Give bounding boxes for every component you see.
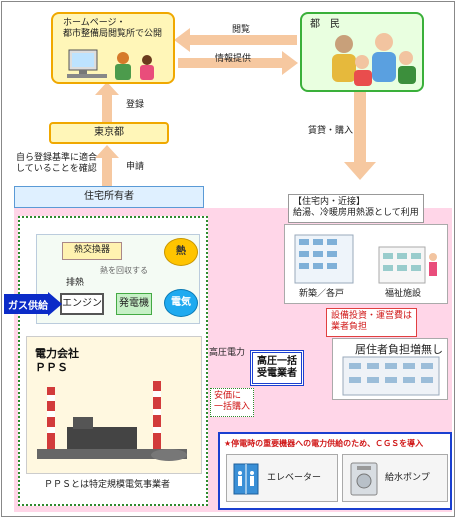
info-arrow bbox=[178, 51, 298, 75]
buildings-area: 新築／各戸 福祉施設 bbox=[284, 224, 448, 304]
citizens-label: 都 民 bbox=[310, 19, 340, 30]
owner-box: 住宅所有者 bbox=[14, 186, 204, 208]
electricity-circle: 電気 bbox=[164, 289, 198, 317]
power-plant-icon bbox=[37, 381, 187, 461]
elevator-label: エレベーター bbox=[267, 473, 322, 483]
office-illustration-icon bbox=[67, 49, 154, 80]
info-label: 情報提供 bbox=[215, 54, 252, 64]
welfare-label: 福祉施設 bbox=[385, 289, 422, 299]
water-pump-box: 給水ポンプ bbox=[342, 454, 448, 502]
buildings-illustration-icon bbox=[294, 234, 437, 284]
apply-label: 申請 bbox=[126, 162, 145, 172]
citizens-box: 都 民 bbox=[300, 12, 424, 92]
homepage-box: ホームページ・ 都市整備局閲覧所で公開 bbox=[51, 12, 175, 84]
new-building-label: 新築／各戸 bbox=[299, 289, 345, 299]
apply-arrow bbox=[95, 145, 119, 187]
family-illustration-icon bbox=[332, 33, 416, 86]
power-company-box: 電力会社 ＰＰＳ bbox=[26, 336, 202, 474]
browse-arrow bbox=[174, 28, 297, 52]
gas-supply-label: ガス供給 bbox=[8, 301, 48, 312]
power-company-label: 電力会社 ＰＰＳ bbox=[35, 347, 79, 375]
elevator-icon bbox=[233, 463, 259, 495]
register-arrow bbox=[95, 82, 119, 122]
no-burden-label: 居住者負担増無し bbox=[355, 343, 443, 356]
hv-power-label: 高圧電力 bbox=[209, 348, 246, 358]
register-label: 登録 bbox=[126, 100, 145, 110]
rent-buy-label: 賃貸・購入 bbox=[308, 126, 354, 136]
investment-note: 設備投資・運営費は 業者負担 bbox=[326, 308, 418, 337]
rent-buy-arrow bbox=[344, 92, 376, 180]
generator-box: 発電機 bbox=[116, 293, 152, 315]
outage-box: ★停電時の重要機器への電力供給のため、ＣＧＳを導入 エレベーター 給水ポンプ bbox=[218, 432, 452, 510]
residence-building: 居住者負担増無し bbox=[332, 338, 448, 400]
bulk-buy-note: 安価に 一括購入 bbox=[210, 388, 255, 417]
outage-note: ★停電時の重要機器への電力供給のため、ＣＧＳを導入 bbox=[224, 439, 424, 448]
gas-arrow-shape bbox=[4, 292, 62, 316]
residence-note: 【住宅内・近接】 給湯、冷暖房用熱源として利用 bbox=[288, 194, 424, 223]
waste-heat-label: 排熱 bbox=[66, 278, 85, 288]
heat-exchanger-box: 熱交換器 bbox=[62, 242, 122, 260]
tokyo-box: 東京都 bbox=[49, 122, 169, 144]
bulk-receiver-box: 高圧一括 受電業者 bbox=[250, 350, 304, 386]
self-register-note: 自ら登録基準に適合 していることを確認 bbox=[16, 153, 98, 175]
water-pump-icon bbox=[350, 462, 378, 496]
water-pump-label: 給水ポンプ bbox=[385, 473, 430, 483]
elevator-box: エレベーター bbox=[226, 454, 338, 502]
apartment-icon bbox=[342, 356, 440, 396]
pps-note: ＰＰＳとは特定規模電気事業者 bbox=[44, 480, 171, 490]
browse-label: 閲覧 bbox=[232, 25, 251, 35]
engine-box: エンジン bbox=[60, 293, 104, 315]
heat-recovery-note: 熱を回収する bbox=[100, 266, 148, 275]
heat-circle: 熱 bbox=[164, 238, 198, 266]
gas-supply-arrow: ガス供給 bbox=[4, 292, 62, 316]
homepage-label: ホームページ・ 都市整備局閲覧所で公開 bbox=[63, 18, 163, 40]
